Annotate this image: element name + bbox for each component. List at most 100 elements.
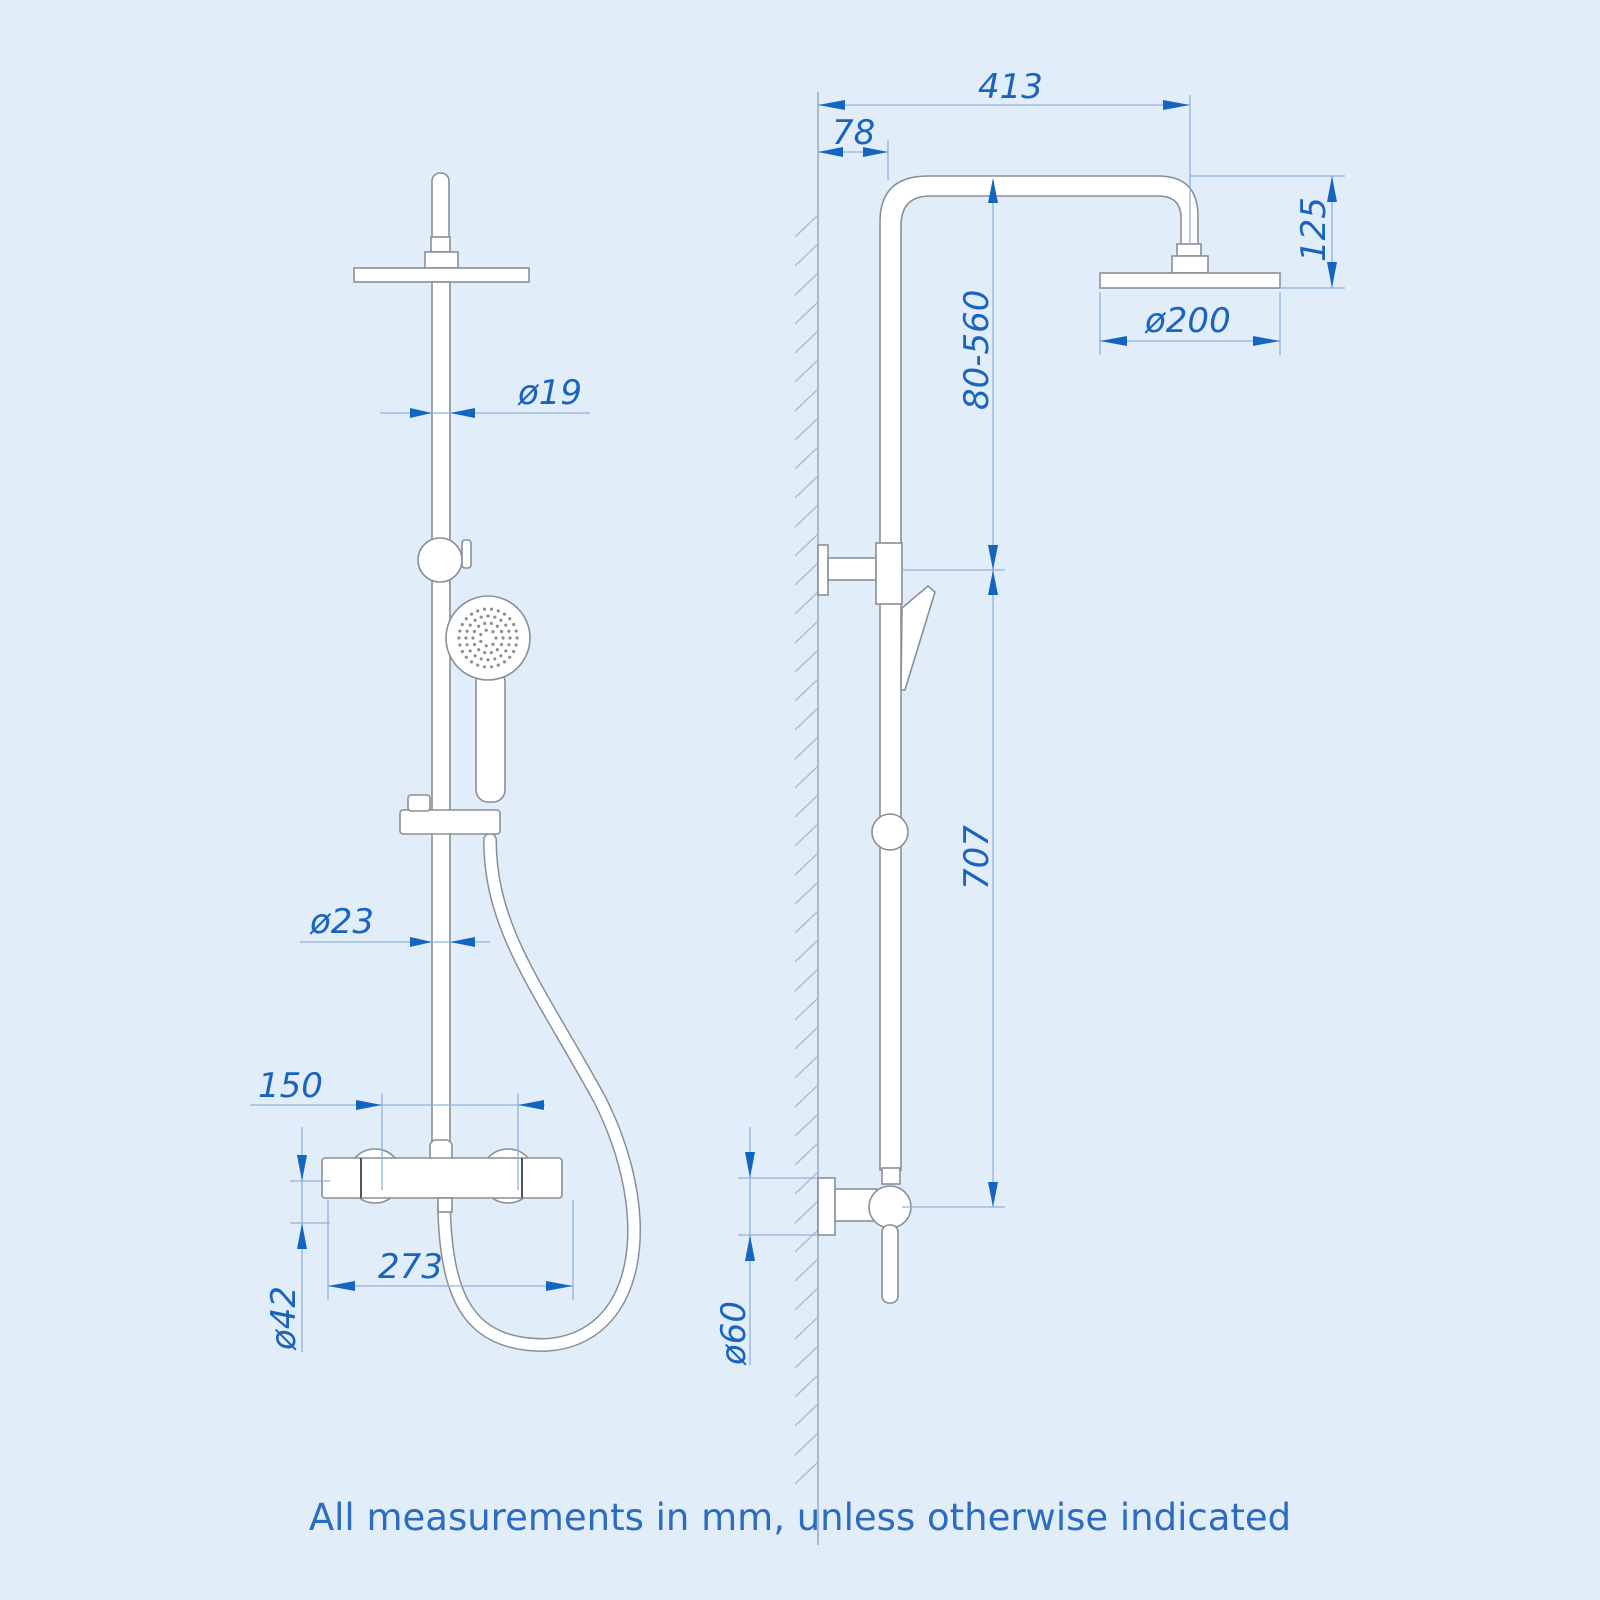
hatch-line	[794, 388, 819, 412]
hatch-line	[794, 243, 819, 267]
nozzle-dot	[472, 642, 477, 647]
front-view	[321, 172, 641, 1353]
nozzle-dot	[458, 643, 462, 647]
nozzle-dot	[469, 612, 474, 616]
hose-inner	[438, 834, 640, 1351]
nozzle-dot	[502, 612, 507, 616]
hatch-line	[794, 881, 819, 905]
nozzle-dot	[472, 629, 477, 634]
dim-bracket-spacing: 707	[957, 825, 997, 890]
dim-head-drop: 125	[1294, 197, 1334, 262]
hatch-line	[794, 1258, 819, 1282]
nozzle-dot	[514, 629, 518, 633]
hatch-line	[794, 272, 819, 296]
nozzle-dot	[499, 629, 504, 634]
dim-valve-diameter: ø42	[264, 1286, 304, 1351]
nozzle-dot	[464, 636, 468, 640]
nozzle-dot	[507, 629, 511, 633]
nozzle-dot	[499, 618, 503, 622]
dim-head-diameter: ø200	[1144, 301, 1231, 341]
dim-valve-width: 273	[378, 1247, 443, 1287]
nozzle-dot	[512, 622, 516, 627]
hatch-line	[794, 1432, 819, 1456]
dim-adjustable-height: 80-560	[957, 290, 997, 410]
hatch-line	[794, 765, 819, 789]
nozzle-dot	[489, 665, 494, 669]
hose-connector	[437, 1197, 453, 1213]
nozzle-dot	[479, 615, 483, 619]
nozzle-dot	[512, 649, 516, 654]
dim-bottom-connection-diameter: ø60	[714, 1301, 754, 1366]
hose	[437, 833, 641, 1353]
nozzle-dot	[483, 651, 487, 655]
hatch-line	[794, 533, 819, 557]
thermostatic-valve-body	[321, 1157, 563, 1199]
hatch-line	[794, 359, 819, 383]
hatch-line	[794, 1229, 819, 1253]
nozzle-dot	[469, 660, 474, 664]
nozzle-dot	[496, 663, 500, 667]
nozzle-dot	[465, 629, 469, 633]
hatch-line	[794, 1200, 819, 1224]
head-nut	[430, 236, 451, 253]
nozzle-dot	[482, 665, 487, 669]
nozzle-dot	[473, 618, 477, 622]
riser-bracket	[417, 537, 463, 583]
nozzle-dot	[502, 660, 507, 664]
nozzle-dot	[471, 636, 475, 640]
riser-clamp-top	[875, 542, 903, 605]
wall-plate-bottom	[817, 1177, 836, 1236]
nozzle-dot	[477, 624, 481, 628]
nozzle-dot	[460, 622, 464, 627]
head-base	[424, 251, 459, 269]
nozzle-dot	[499, 642, 504, 647]
hatch-line	[794, 1461, 819, 1485]
hatch-line	[794, 910, 819, 934]
nozzle-dot	[486, 614, 490, 618]
nozzle-dot	[508, 617, 512, 621]
nozzle-dot	[458, 629, 462, 633]
hatch-line	[794, 620, 819, 644]
hatch-line	[794, 1055, 819, 1079]
hatch-line	[794, 504, 819, 528]
side-dimensions: 413 78 125 ø200 80-560 707 ø60	[714, 67, 1345, 1366]
hatch-line	[794, 707, 819, 731]
nozzle-dot	[479, 632, 483, 637]
dim-wall-to-riser: 78	[832, 113, 875, 153]
nozzle-dot	[494, 636, 498, 640]
slider-knob	[407, 794, 431, 812]
nozzle-dot	[464, 655, 468, 659]
bracket-lever	[461, 539, 472, 569]
hatch-line	[794, 301, 819, 325]
bottom-outlet	[881, 1224, 899, 1304]
nozzle-dot	[465, 643, 469, 647]
hatch-line	[794, 214, 819, 238]
side-slider-knob	[871, 813, 909, 851]
hatch-line	[794, 678, 819, 702]
dim-riser-bottom-diameter: ø23	[309, 902, 374, 942]
dim-overall-projection: 413	[978, 67, 1043, 107]
nozzle-dot	[484, 644, 488, 648]
hatch-line	[794, 1374, 819, 1398]
nozzle-dot	[507, 643, 511, 647]
dim-valve-centres: 150	[258, 1066, 323, 1106]
nozzle-dot	[508, 655, 512, 659]
hatch-line	[794, 852, 819, 876]
hatch-line	[794, 591, 819, 615]
hatch-line	[794, 649, 819, 673]
nozzle-dot	[468, 649, 472, 653]
hatch-line	[794, 1084, 819, 1108]
hatch-line	[794, 446, 819, 470]
hatch-line	[794, 1171, 819, 1195]
nozzle-dot	[468, 623, 472, 627]
nozzle-dot	[495, 624, 499, 628]
nozzle-dot	[491, 630, 495, 634]
nozzle-dot	[476, 609, 480, 613]
dim-riser-top-diameter: ø19	[517, 373, 582, 413]
nozzle-dot	[477, 648, 481, 652]
nozzle-dot	[489, 607, 494, 611]
nozzle-dot	[483, 621, 487, 625]
side-handshower	[900, 584, 936, 691]
nozzle-dot	[493, 657, 497, 661]
